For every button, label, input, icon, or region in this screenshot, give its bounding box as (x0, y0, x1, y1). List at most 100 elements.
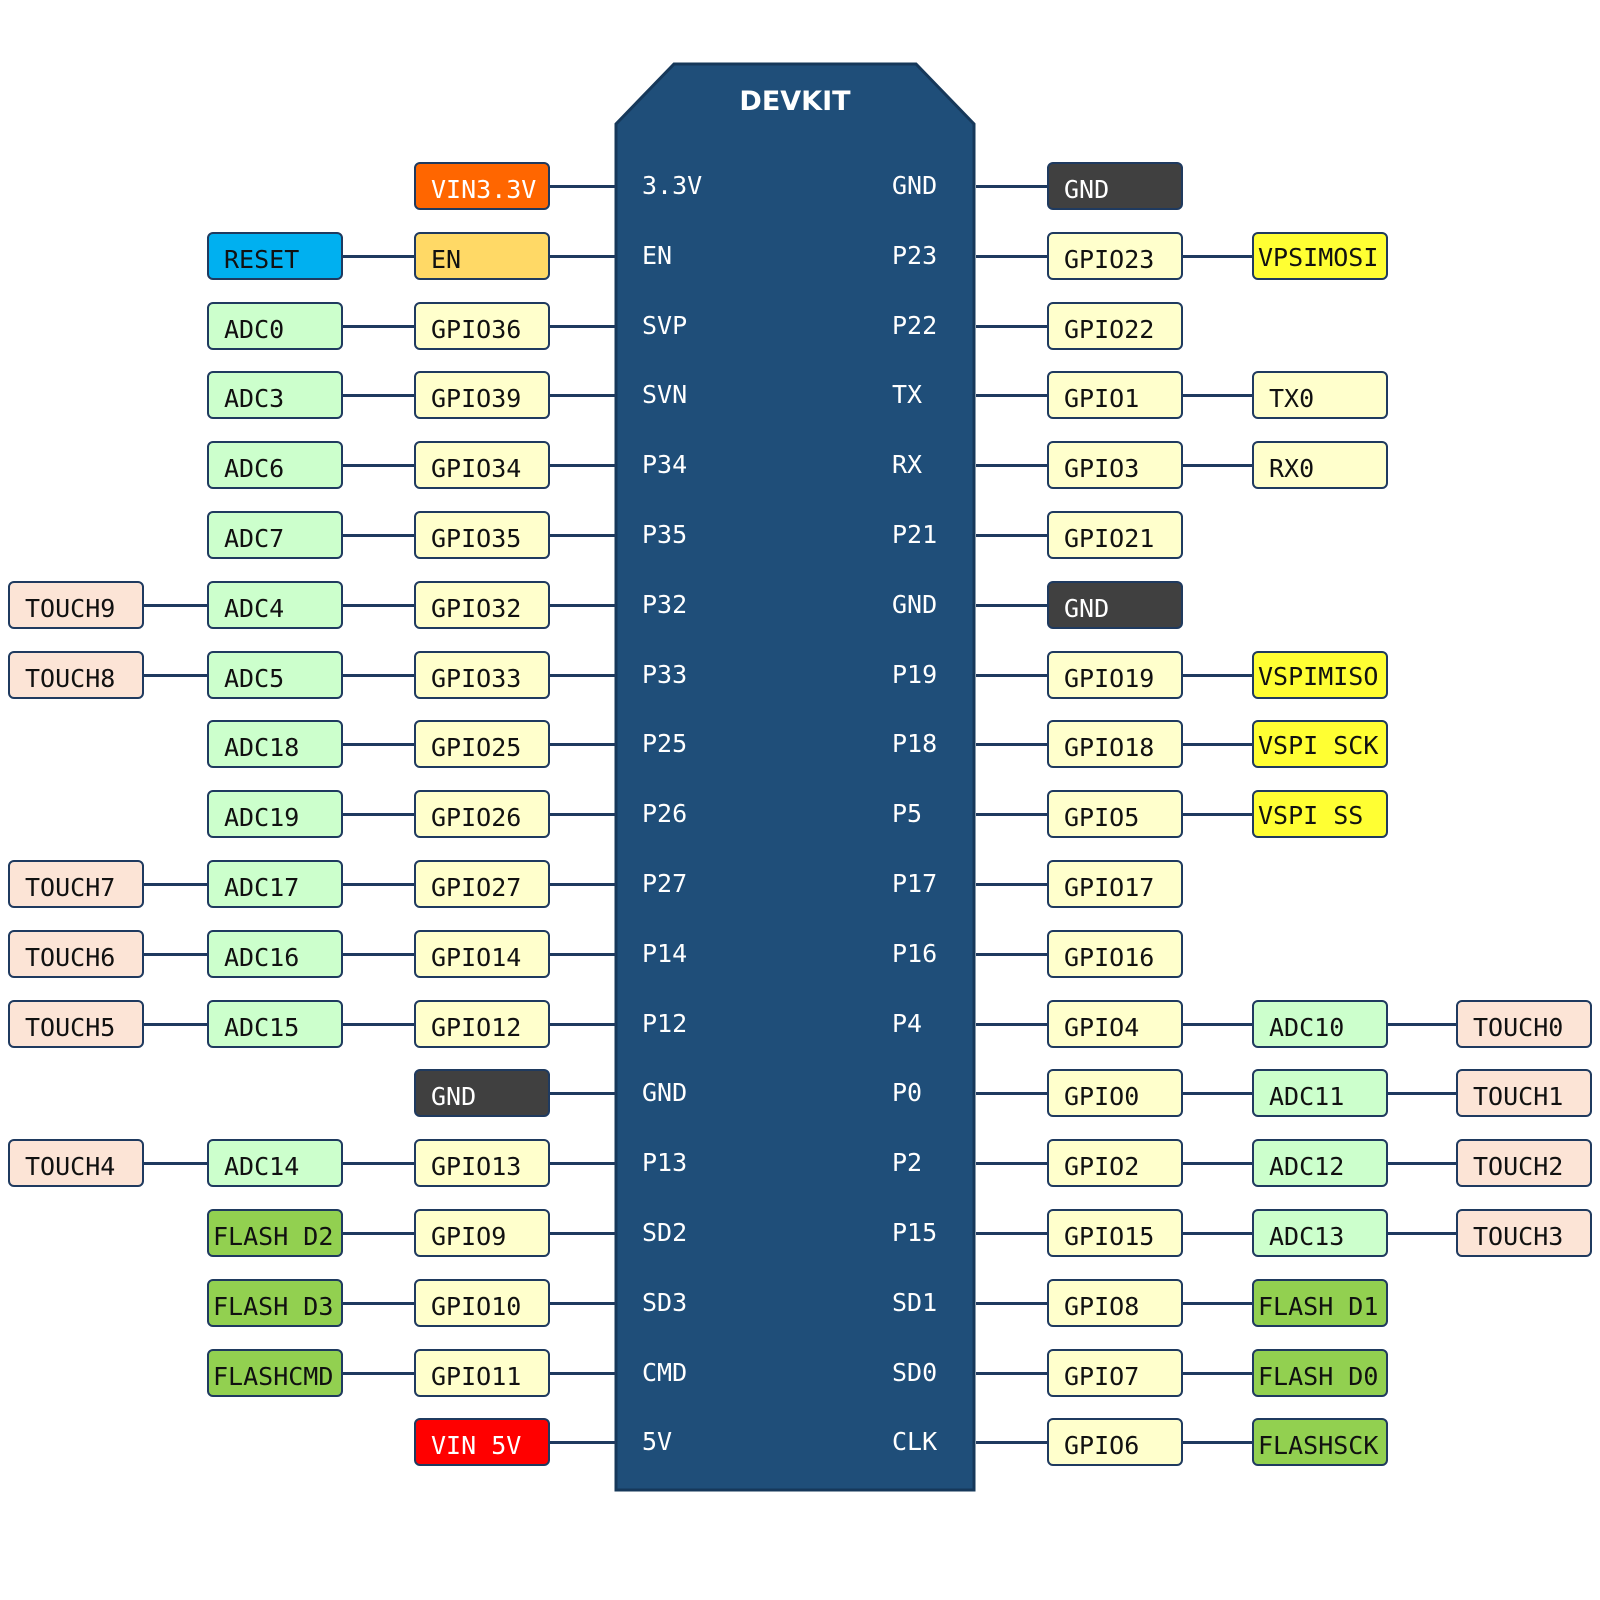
pin-label-en: EN (414, 232, 550, 280)
pin-label-gpio9: GPIO9 (414, 1209, 550, 1257)
wire (976, 1372, 1047, 1375)
pin-label-rx0: RX0 (1252, 441, 1388, 489)
pin-label-adc14: ADC14 (207, 1139, 343, 1187)
pin-label-gpio25: GPIO25 (414, 720, 550, 768)
pin-label-adc6: ADC6 (207, 441, 343, 489)
board-pin-3-3v: 3.3V (642, 171, 703, 200)
wire (343, 464, 414, 467)
board-pin-p35: P35 (642, 520, 688, 549)
wire (1183, 1232, 1252, 1235)
pin-label-adc3: ADC3 (207, 371, 343, 419)
board-pin-rx: RX (892, 450, 923, 479)
wire (976, 743, 1047, 746)
wire (144, 883, 207, 886)
board-pin-sd2: SD2 (642, 1218, 688, 1247)
pin-label-gpio26: GPIO26 (414, 790, 550, 838)
pin-label-adc4: ADC4 (207, 581, 343, 629)
wire (343, 813, 414, 816)
pin-label-adc11: ADC11 (1252, 1069, 1388, 1117)
board-pin-p26: P26 (642, 799, 688, 828)
wire (1388, 1232, 1456, 1235)
wire (976, 1441, 1047, 1444)
wire (550, 394, 616, 397)
pin-label-gpio2: GPIO2 (1047, 1139, 1183, 1187)
board-title: DEVKIT (739, 86, 851, 117)
pin-label-adc17: ADC17 (207, 860, 343, 908)
pin-label-vspi-sck: VSPI SCK (1252, 720, 1388, 768)
wire (343, 325, 414, 328)
pin-label-tx0: TX0 (1252, 371, 1388, 419)
pin-label-gpio33: GPIO33 (414, 651, 550, 699)
pin-label-touch3: TOUCH3 (1456, 1209, 1592, 1257)
pin-label-flashsck: FLASHSCK (1252, 1418, 1388, 1466)
pin-label-gpio16: GPIO16 (1047, 930, 1183, 978)
pin-label-gpio23: GPIO23 (1047, 232, 1183, 280)
pin-label-touch6: TOUCH6 (8, 930, 144, 978)
wire (1388, 1162, 1456, 1165)
board-pin-sd1: SD1 (892, 1288, 938, 1317)
board-pin-p33: P33 (642, 660, 688, 689)
pin-label-gpio27: GPIO27 (414, 860, 550, 908)
pin-label-gpio6: GPIO6 (1047, 1418, 1183, 1466)
wire (144, 953, 207, 956)
devkit-board: DEVKIT (614, 62, 976, 1492)
wire (976, 185, 1047, 188)
pin-label-gpio10: GPIO10 (414, 1279, 550, 1327)
wire (550, 883, 616, 886)
board-pin-tx: TX (892, 380, 923, 409)
pin-label-adc15: ADC15 (207, 1000, 343, 1048)
pin-label-reset: RESET (207, 232, 343, 280)
pin-label-flashcmd: FLASHCMD (207, 1349, 343, 1397)
board-pin-p4: P4 (892, 1009, 923, 1038)
board-pin-p15: P15 (892, 1218, 938, 1247)
pin-label-gpio14: GPIO14 (414, 930, 550, 978)
board-pin-p13: P13 (642, 1148, 688, 1177)
wire (550, 1023, 616, 1026)
board-pin-p2: P2 (892, 1148, 923, 1177)
pin-label-flash-d0: FLASH D0 (1252, 1349, 1388, 1397)
wire (343, 1372, 414, 1375)
pin-label-gpio8: GPIO8 (1047, 1279, 1183, 1327)
wire (144, 604, 207, 607)
pin-label-touch8: TOUCH8 (8, 651, 144, 699)
pin-label-adc16: ADC16 (207, 930, 343, 978)
wire (1388, 1023, 1456, 1026)
wire (1183, 743, 1252, 746)
board-pin-cmd: CMD (642, 1358, 688, 1387)
pin-label-gpio34: GPIO34 (414, 441, 550, 489)
board-pin-p23: P23 (892, 241, 938, 270)
wire (550, 325, 616, 328)
wire (343, 1023, 414, 1026)
pin-label-gpio3: GPIO3 (1047, 441, 1183, 489)
board-pin-p5: P5 (892, 799, 923, 828)
wire (976, 1232, 1047, 1235)
wire (976, 883, 1047, 886)
pin-label-gpio7: GPIO7 (1047, 1349, 1183, 1397)
wire (1183, 674, 1252, 677)
pin-label-flash-d1: FLASH D1 (1252, 1279, 1388, 1327)
pin-label-gnd: GND (1047, 581, 1183, 629)
pin-label-touch4: TOUCH4 (8, 1139, 144, 1187)
pin-label-touch5: TOUCH5 (8, 1000, 144, 1048)
wire (550, 534, 616, 537)
board-pin-p22: P22 (892, 311, 938, 340)
wire (343, 255, 414, 258)
pin-label-gpio13: GPIO13 (414, 1139, 550, 1187)
wire (976, 1162, 1047, 1165)
wire (1388, 1092, 1456, 1095)
wire (1183, 1023, 1252, 1026)
board-pin-p14: P14 (642, 939, 688, 968)
pin-label-adc7: ADC7 (207, 511, 343, 559)
board-pin-p16: P16 (892, 939, 938, 968)
wire (976, 464, 1047, 467)
board-pin-gnd: GND (892, 171, 938, 200)
wire (1183, 1441, 1252, 1444)
pin-label-gpio21: GPIO21 (1047, 511, 1183, 559)
wire (1183, 1092, 1252, 1095)
wire (976, 394, 1047, 397)
pin-label-vspimiso: VSPIMISO (1252, 651, 1388, 699)
wire (976, 534, 1047, 537)
wire (1183, 1302, 1252, 1305)
wire (343, 534, 414, 537)
board-pin-svp: SVP (642, 311, 688, 340)
